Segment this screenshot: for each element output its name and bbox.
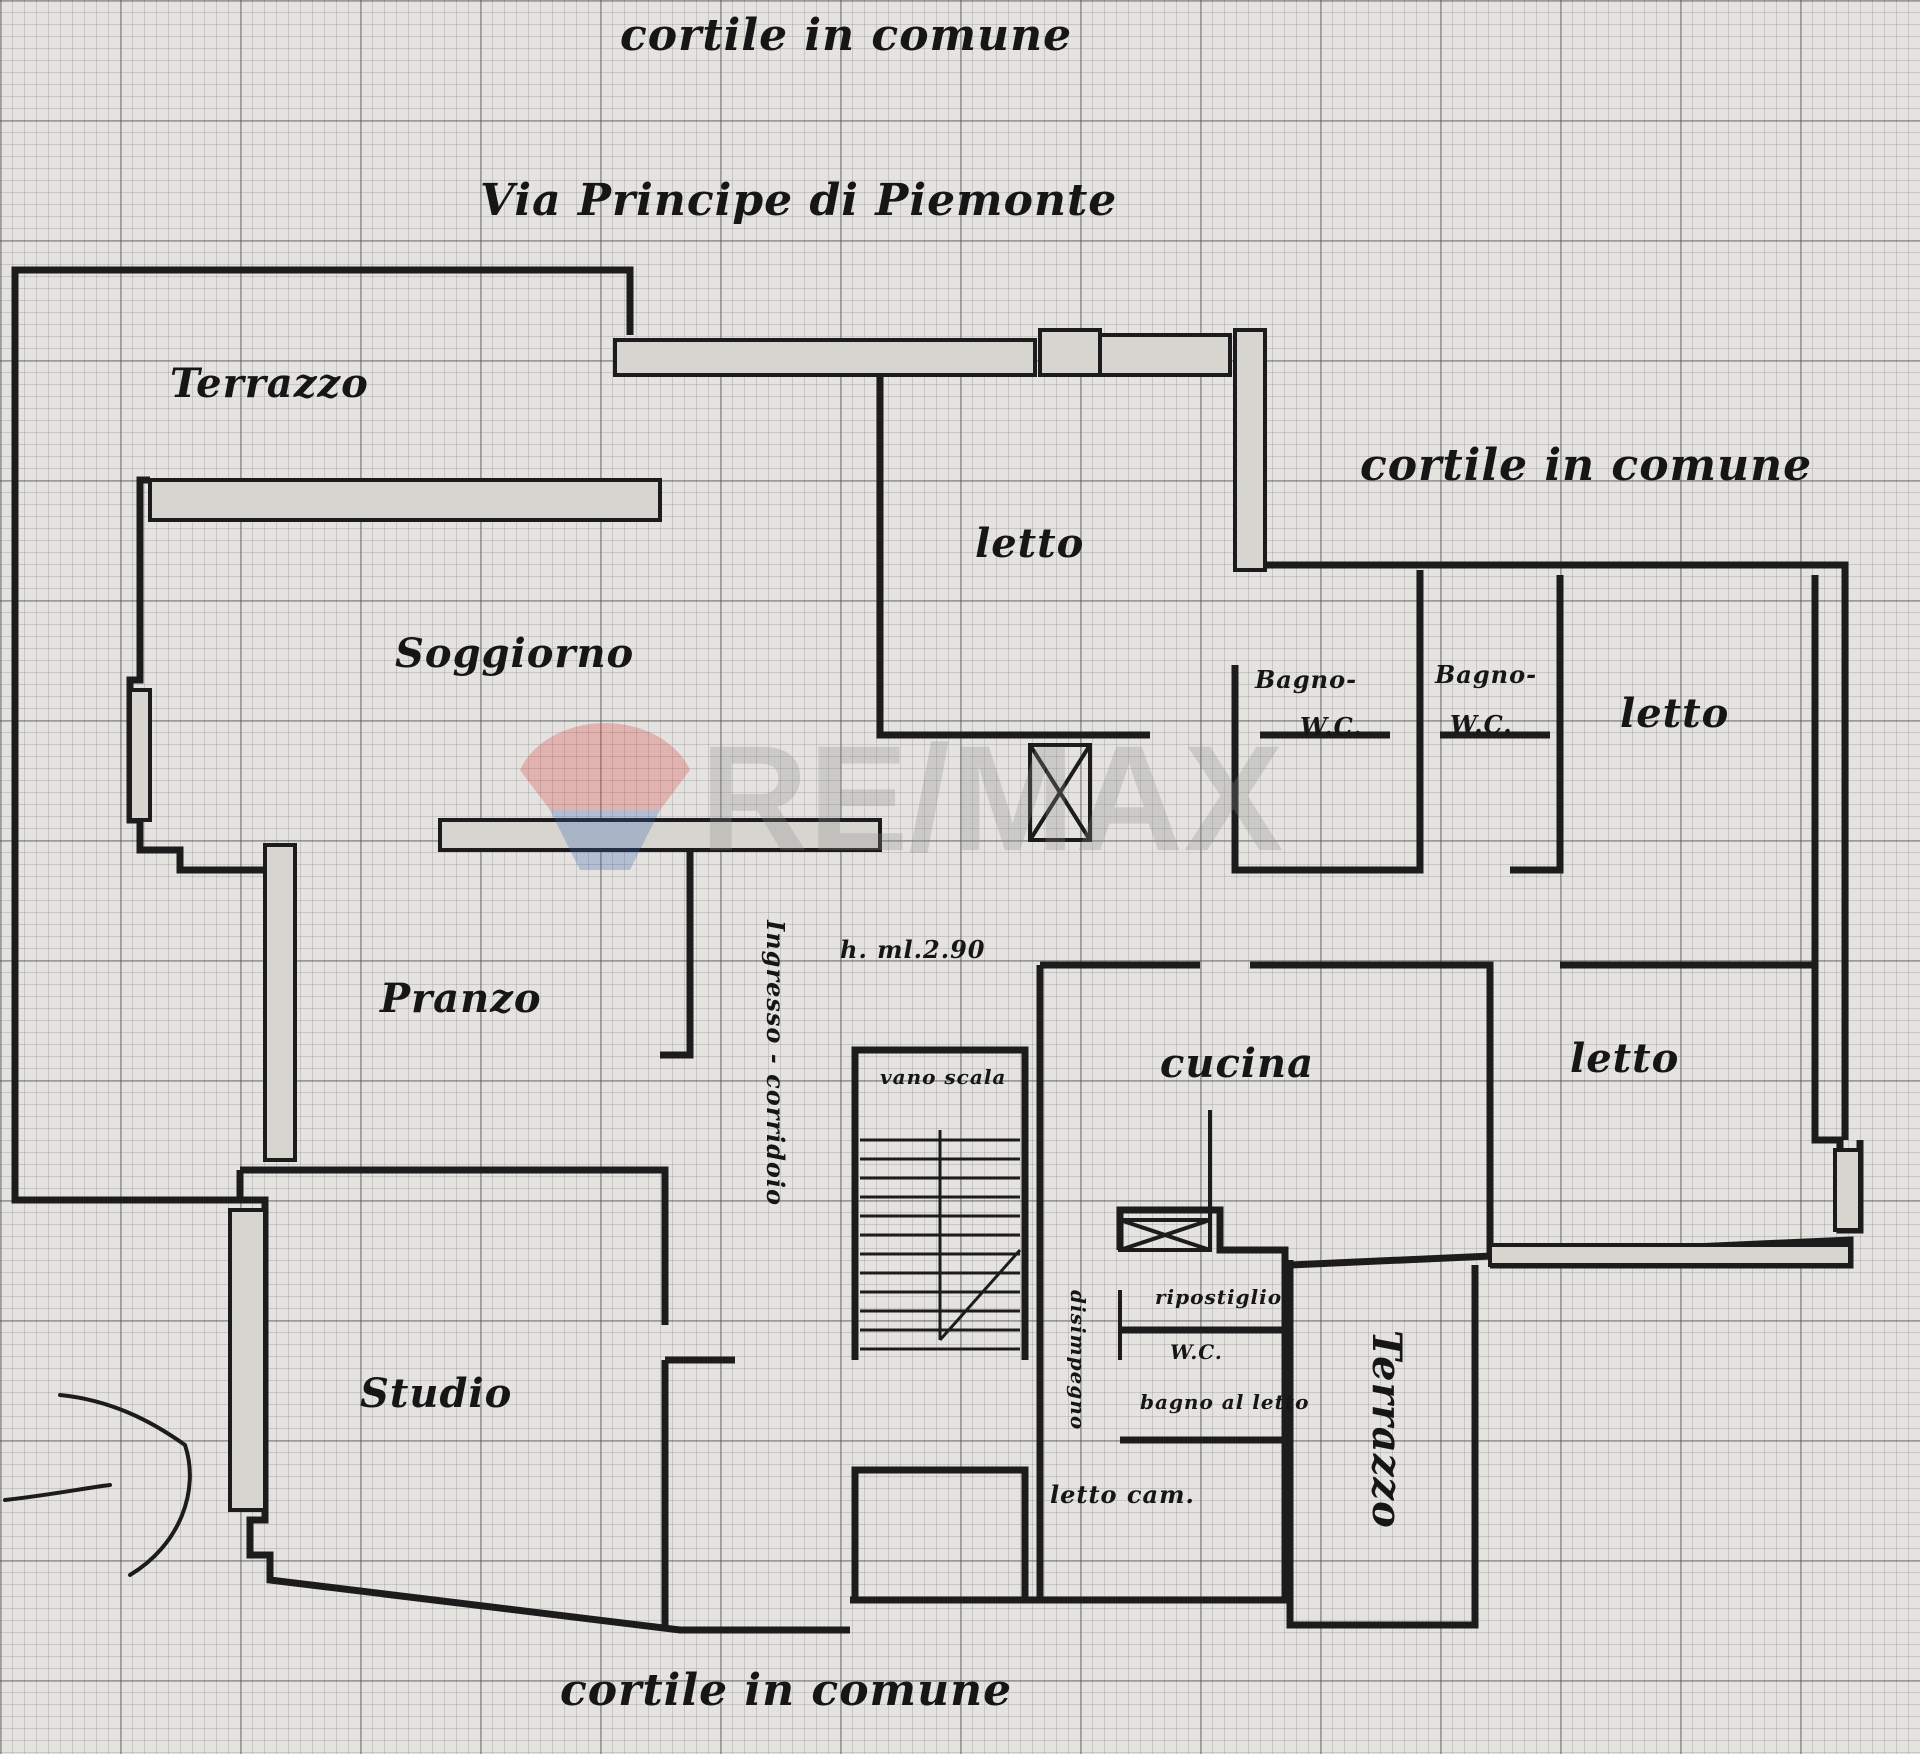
label-bagno-2: Bagno- [1435,660,1538,689]
wall-pranzo-east [660,850,694,1059]
entrance-arc [58,1393,192,1577]
label-top-courtyard: cortile in comune [620,10,1073,61]
wall-terrace-outline [11,266,634,1204]
shaft-cross-b [1028,743,1092,842]
wall-north-window [1098,333,1232,377]
window-south-east [1488,1243,1852,1267]
wall-pillar [1038,328,1102,377]
wall-stair [851,1046,1029,1360]
label-bagno-1: Bagno- [1255,665,1358,694]
wall-kitchen-east [1250,961,1494,1255]
label-terrazzo-right: Terrazzo [1363,1330,1410,1529]
label-wc-2: W.C. [1450,710,1513,739]
label-vano-scala: vano scala [880,1065,1007,1089]
wall-north-segment [613,338,1037,377]
label-bottom-courtyard: cortile in comune [560,1665,1013,1716]
wall-studio-north [240,1166,669,1325]
entrance-line [3,1483,112,1502]
label-terrazzo: Terrazzo [170,360,369,407]
wall-terrazzo-right [1286,1260,1479,1629]
window-soggiorno-west [128,688,152,822]
wall-service-block [1040,1206,1289,1604]
shaft [1028,743,1092,842]
label-right-courtyard: cortile in comune [1360,440,1813,491]
window-studio-west [228,1208,267,1512]
label-wc-1: W.C. [1300,712,1363,741]
shaft-small [1118,1218,1212,1252]
label-ingresso: Ingresso - corridoio [761,920,790,1207]
label-studio: Studio [360,1370,513,1417]
wall-studio-outline [236,1170,850,1634]
wall-letto-1 [876,375,1150,739]
wall-lift [851,1466,1029,1600]
label-pranzo: Pranzo [380,975,542,1022]
label-letto-north: letto [975,520,1085,567]
window-east [1833,1148,1862,1232]
wall-soggiorno-north [148,478,662,522]
label-letto-east: letto [1620,690,1730,737]
wall-east-upper [1233,328,1267,572]
label-cucina: cucina [1160,1040,1314,1087]
label-wc: W.C. [1170,1340,1223,1364]
wall-bath-block-north [1265,561,1849,1140]
wall-bath-1 [1231,570,1424,874]
label-letto-camera: letto cam. [1050,1480,1195,1509]
label-disimpegno: disimpegno [1066,1290,1090,1431]
wall-east [1811,575,1864,1234]
label-ripostiglio: ripostiglio [1155,1285,1283,1309]
label-letto-south-east: letto [1570,1035,1680,1082]
wall-pranzo-west [263,843,297,1162]
label-street: Via Principe di Piemonte [480,175,1118,226]
label-bagno-letto: bagno al letto [1140,1390,1310,1414]
wall-divider-living [438,818,882,852]
shaft-small-cross-b [1119,1218,1211,1252]
label-height: h. ml.2.90 [840,935,986,964]
stair-arrow [938,1249,1022,1341]
wall-bath-2-east [1510,575,1564,874]
label-soggiorno: Soggiorno [395,630,635,677]
